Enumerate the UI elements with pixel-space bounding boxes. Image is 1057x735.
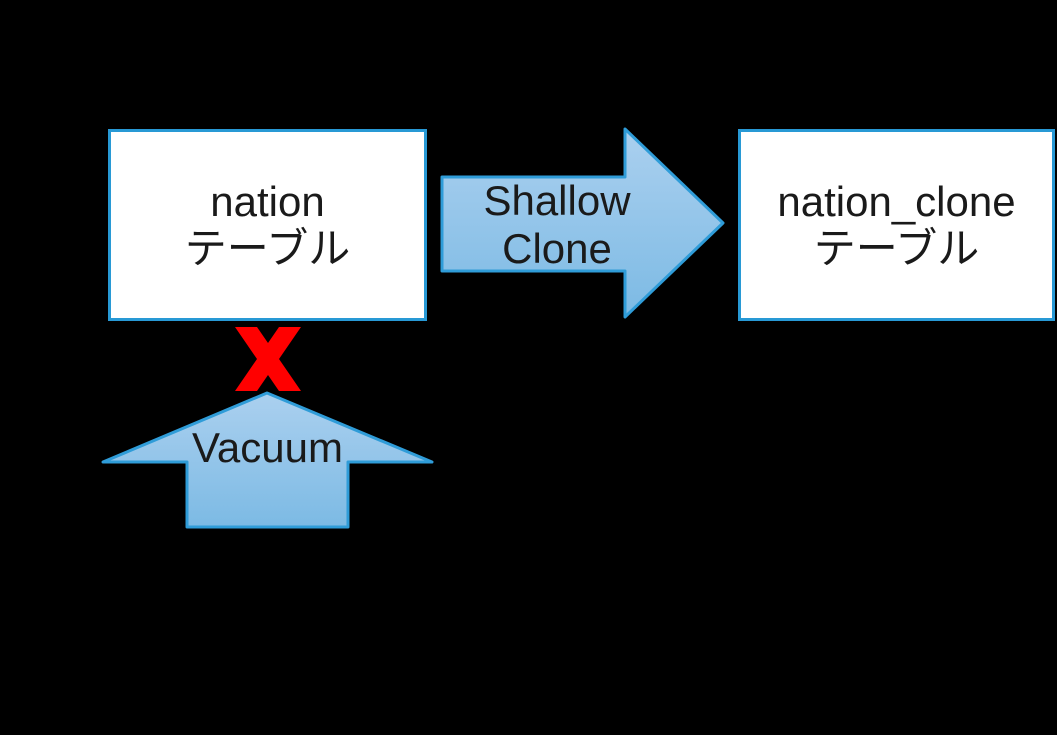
node-nation-clone-subtitle: テーブル <box>813 225 980 272</box>
up-arrow-icon <box>101 391 434 529</box>
node-nation-subtitle: テーブル <box>184 225 351 272</box>
node-nation-title: nation <box>210 178 325 225</box>
node-nation-clone-table: nation_clone テーブル <box>738 129 1055 321</box>
node-nation-table: nation テーブル <box>108 129 427 321</box>
red-cross-x-icon <box>235 327 301 391</box>
right-arrow-icon <box>440 127 725 319</box>
node-nation-clone-title: nation_clone <box>777 178 1016 225</box>
